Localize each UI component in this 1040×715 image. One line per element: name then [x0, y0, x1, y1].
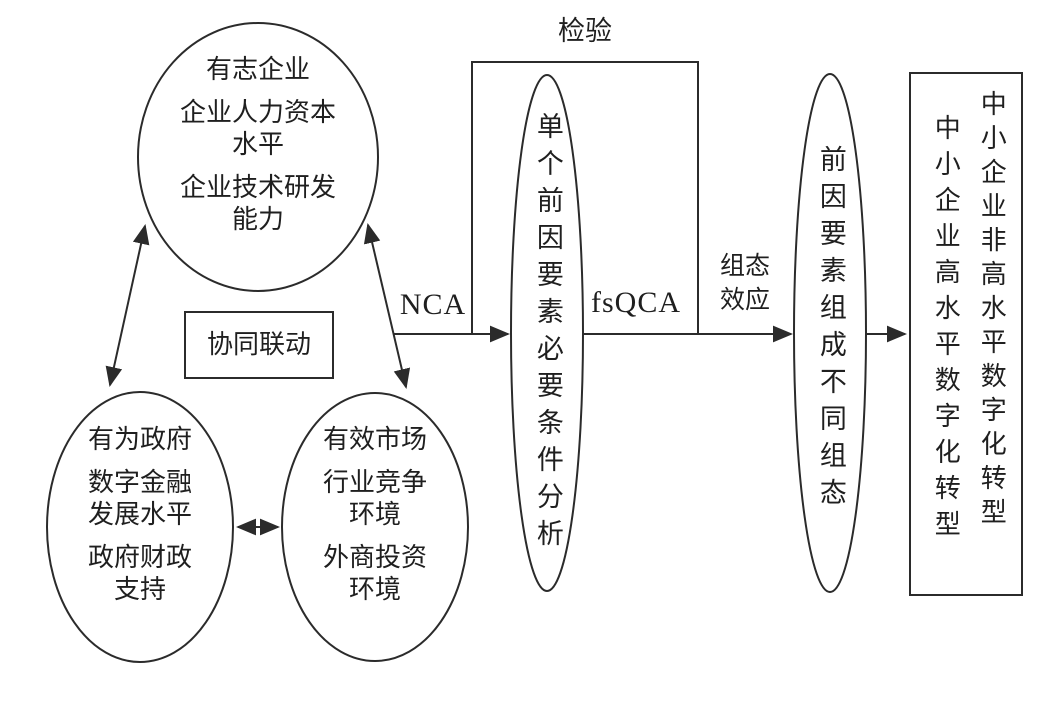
market-ellipse-shape — [281, 392, 469, 662]
enterprise-node-text: 有志企业 企业人力资本水平 企业技术研发能力 — [138, 54, 378, 237]
test-box-shape — [471, 61, 699, 334]
government-factor-fiscal-support: 政府财政支持 — [87, 542, 192, 605]
government-node-text: 有为政府 数字金融发展水平 政府财政支持 — [47, 424, 233, 607]
market-factor-foreign-investment: 外商投资环境 — [322, 542, 427, 605]
enterprise-market-arrow — [363, 223, 411, 389]
config-ellipse-text: 前因要素组成不同组态 — [815, 145, 846, 515]
enterprise-title: 有志企业 — [205, 55, 310, 84]
nca-method-label: NCA — [399, 288, 467, 321]
synergy-box-shape — [184, 311, 334, 379]
outcome-box-shape — [909, 72, 1023, 596]
fsqca-method-label: fsQCA — [590, 286, 681, 319]
outcome-high-level-text: 中小企业高水平数字化转型 — [931, 114, 961, 546]
enterprise-government-arrow — [105, 224, 150, 387]
government-title: 有为政府 — [87, 425, 192, 454]
nca-ellipse-text: 单个前因要素必要条件分析 — [532, 112, 563, 556]
market-title: 有效市场 — [322, 425, 427, 454]
government-ellipse-shape — [46, 391, 234, 663]
market-node-text: 有效市场 行业竞争环境 外商投资环境 — [282, 424, 468, 607]
government-factor-digital-finance: 数字金融发展水平 — [87, 467, 192, 530]
test-label: 检验 — [558, 16, 612, 47]
outcome-non-high-level-text: 中小企业非高水平数字化转型 — [977, 90, 1007, 532]
market-factor-competition: 行业竞争环境 — [322, 467, 427, 530]
enterprise-factor-rnd-capability: 企业技术研发能力 — [179, 172, 336, 235]
enterprise-ellipse-shape — [137, 22, 379, 292]
config-effect-label: 组态效应 — [719, 253, 770, 314]
synergy-box-label: 协同联动 — [206, 329, 311, 359]
enterprise-factor-human-capital: 企业人力资本水平 — [179, 97, 336, 160]
